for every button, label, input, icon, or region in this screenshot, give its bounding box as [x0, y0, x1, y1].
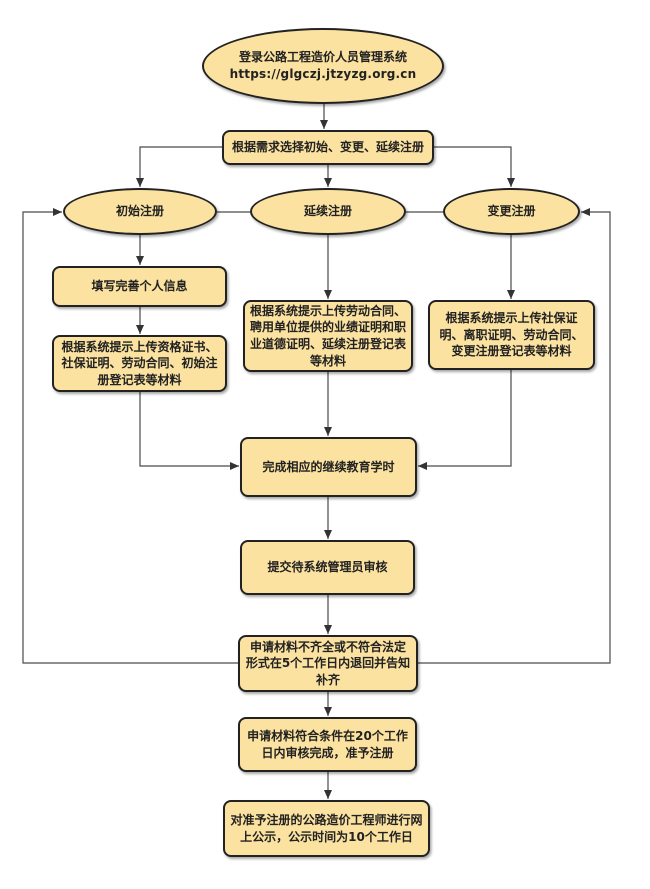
- node-renewal-registration: 延续注册: [250, 188, 406, 235]
- node-continuing-education: 完成相应的继续教育学时: [240, 437, 417, 497]
- feedback-left-to-initial: [22, 208, 238, 664]
- arrow-chgmaterials-to-education: [418, 370, 512, 470]
- node-change-registration: 变更注册: [443, 188, 580, 235]
- publicity-text: 对准予注册的公路造价工程师进行网上公示，公示时间为10个工作日: [230, 812, 423, 844]
- node-submit-for-review: 提交待系统管理员审核: [240, 540, 415, 595]
- submit-text: 提交待系统管理员审核: [267, 560, 388, 575]
- node-choose-registration-type: 根据需求选择初始、变更、延续注册: [222, 130, 434, 165]
- node-review-approved: 申请材料符合条件在20个工作日内审核完成，准予注册: [238, 717, 417, 772]
- arrow-choose-to-change: [434, 146, 515, 187]
- node-change-materials-upload: 根据系统提示上传社保证明、离职证明、劳动合同、变更注册登记表等材料: [428, 300, 595, 370]
- change-materials-text: 根据系统提示上传社保证明、离职证明、劳动合同、变更注册登记表等材料: [439, 311, 584, 359]
- initial-materials-text: 根据系统提示上传资格证书、社保证明、劳动合同、初始注册登记表等材料: [61, 339, 218, 387]
- node-start-login-system: 登录公路工程造价人员管理系统 https://glgczj.jtzyzg.org…: [202, 28, 444, 104]
- arrow-initmaterials-to-education: [139, 392, 239, 470]
- node-incomplete-materials-returned: 申请材料不齐全或不符合法定形式在5个工作日内退回并告知补齐: [238, 635, 418, 692]
- feedback-right-to-change: [418, 208, 611, 664]
- renewal-registration-text: 延续注册: [303, 204, 352, 219]
- node-initial-registration: 初始注册: [63, 188, 217, 235]
- change-registration-text: 变更注册: [487, 204, 536, 219]
- choose-text: 根据需求选择初始、变更、延续注册: [231, 140, 424, 155]
- node-initial-materials-upload: 根据系统提示上传资格证书、社保证明、劳动合同、初始注册登记表等材料: [52, 335, 227, 392]
- arrow-choose-to-initial: [136, 146, 222, 187]
- fill-info-text: 填写完善个人信息: [91, 279, 188, 294]
- start-url-text: https://glgczj.jtzyzg.org.cn: [229, 67, 417, 81]
- node-fill-personal-info: 填写完善个人信息: [52, 266, 227, 307]
- node-online-publicity: 对准予注册的公路造价工程师进行网上公示，公示时间为10个工作日: [223, 800, 430, 857]
- education-text: 完成相应的继续教育学时: [262, 459, 395, 474]
- approved-text: 申请材料符合条件在20个工作日内审核完成，准予注册: [247, 728, 408, 760]
- incomplete-text: 申请材料不齐全或不符合法定形式在5个工作日内退回并告知补齐: [245, 639, 411, 687]
- node-renewal-materials-upload: 根据系统提示上传劳动合同、聘用单位提供的业绩证明和职业道德证明、延续注册登记表等…: [243, 300, 413, 372]
- renewal-materials-text: 根据系统提示上传劳动合同、聘用单位提供的业绩证明和职业道德证明、延续注册登记表等…: [250, 303, 407, 368]
- initial-registration-text: 初始注册: [115, 204, 164, 219]
- start-title-text: 登录公路工程造价人员管理系统: [238, 50, 407, 65]
